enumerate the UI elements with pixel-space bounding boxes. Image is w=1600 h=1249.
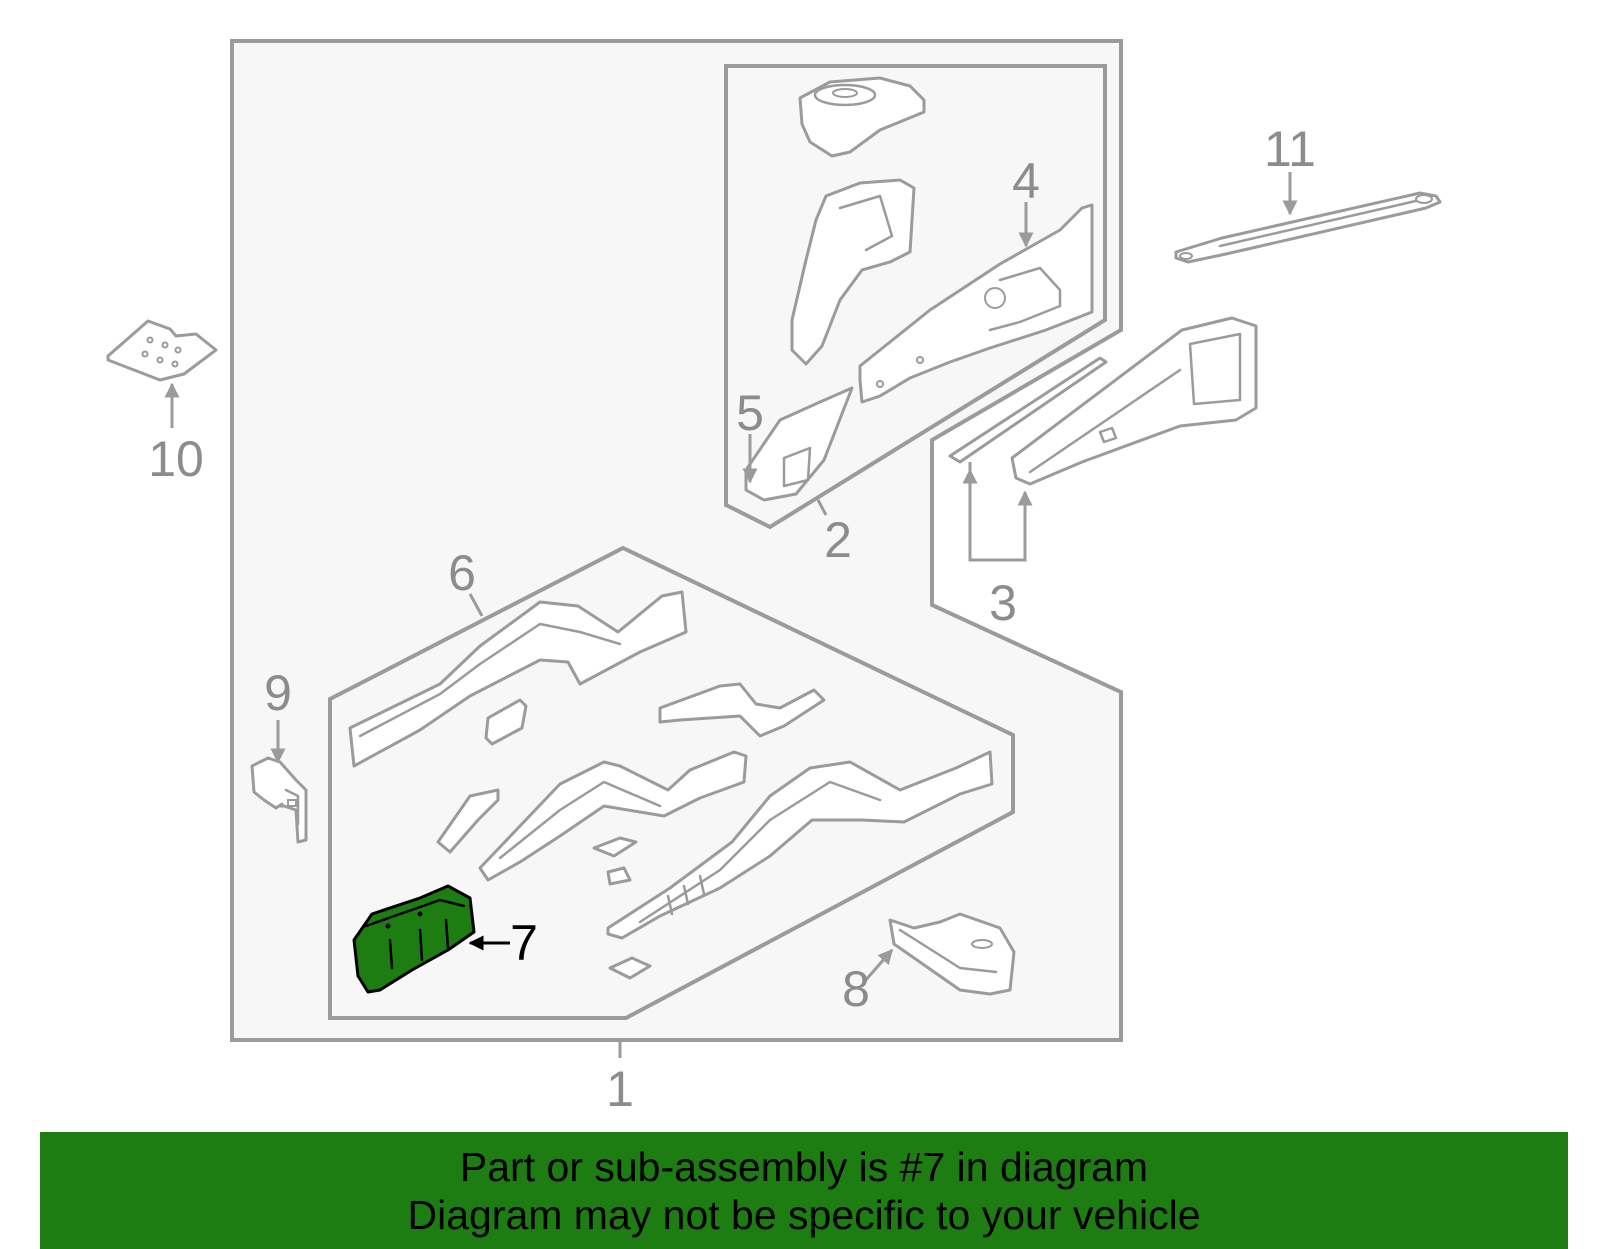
banner-line-1: Part or sub-assembly is #7 in diagram <box>459 1143 1149 1190</box>
part-9-bracket[interactable] <box>250 756 308 844</box>
callout-1[interactable]: 1 <box>606 1061 634 1117</box>
info-banner: Part or sub-assembly is #7 in diagram Di… <box>40 1132 1568 1249</box>
part-2-group[interactable] <box>744 76 1094 502</box>
part-8-bracket[interactable] <box>888 912 1016 996</box>
callout-4[interactable]: 4 <box>1012 153 1040 209</box>
leader-8 <box>862 948 894 983</box>
callout-7[interactable]: 7 <box>510 915 538 971</box>
callout-10[interactable]: 10 <box>148 431 204 487</box>
leader-6 <box>468 593 484 617</box>
parts-diagram: 1 2 3 4 5 6 7 8 9 10 11 <box>106 39 1442 1117</box>
callout-11[interactable]: 11 <box>1264 121 1316 177</box>
part-11-rail[interactable] <box>1174 191 1442 264</box>
part-7-highlighted[interactable] <box>352 884 476 994</box>
banner-line-2: Diagram may not be specific to your vehi… <box>407 1191 1201 1238</box>
part-3-rails[interactable] <box>948 316 1258 486</box>
callout-6[interactable]: 6 <box>448 545 476 601</box>
callout-5[interactable]: 5 <box>736 385 764 441</box>
callout-9[interactable]: 9 <box>264 665 292 721</box>
part-6-group[interactable] <box>348 590 994 980</box>
callout-3[interactable]: 3 <box>989 575 1017 631</box>
part-10-bracket[interactable] <box>106 319 218 382</box>
callout-2[interactable]: 2 <box>824 512 852 568</box>
leader-2 <box>816 499 828 516</box>
callout-8[interactable]: 8 <box>842 961 870 1017</box>
